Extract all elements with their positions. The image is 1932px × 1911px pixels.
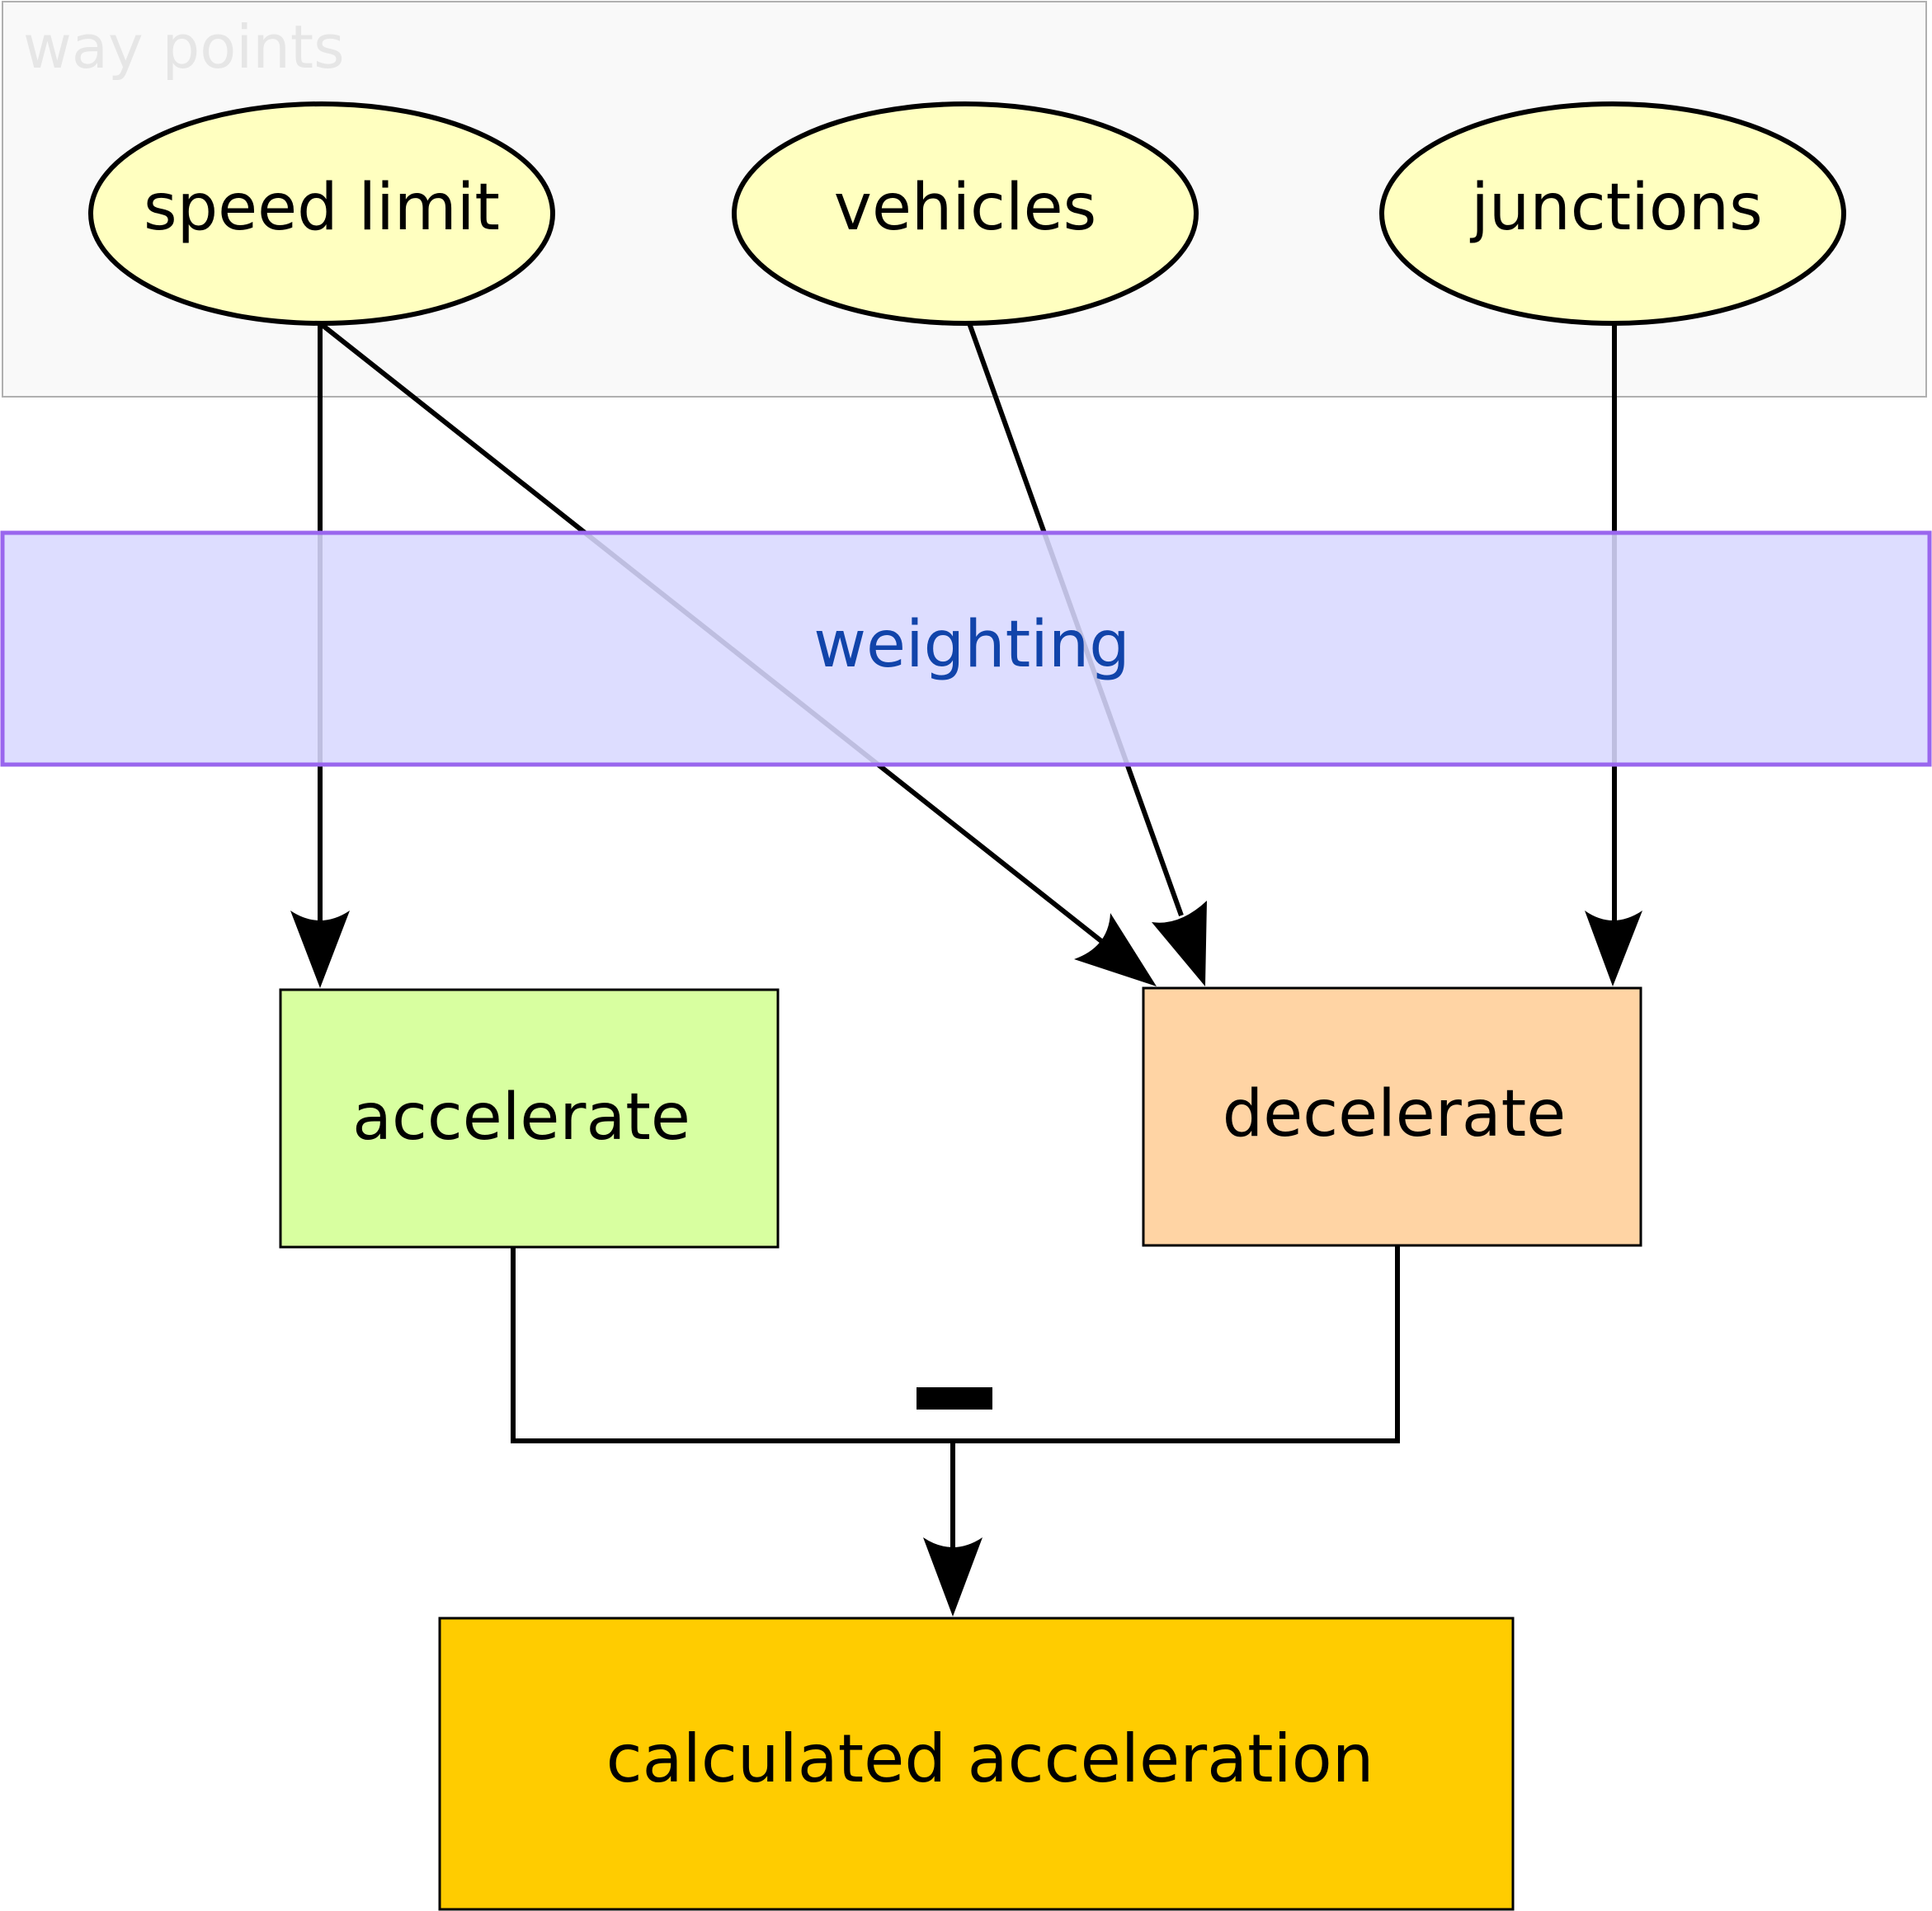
arrowhead-decelerate-from-junctions <box>1585 911 1642 986</box>
arrowhead-calculated-acceleration <box>923 1537 982 1617</box>
calculated-acceleration-box <box>438 1617 1515 1911</box>
weighting-layer: weighting <box>0 530 1932 767</box>
subtraction-connector <box>511 1245 1400 1547</box>
arrowhead-decelerate-from-vehicles <box>1152 901 1207 986</box>
way-points-group-label: way points <box>23 12 345 82</box>
node-accelerate: accelerate <box>279 988 780 1249</box>
vehicles-label: vehicles <box>834 171 1096 245</box>
node-vehicles: vehicles <box>732 101 1199 326</box>
calculated-acceleration-label: calculated acceleration <box>606 1720 1374 1797</box>
speed-limit-label: speed limit <box>144 171 500 245</box>
decelerate-box <box>1142 986 1642 1247</box>
accelerate-box <box>279 988 780 1249</box>
node-junctions: junctions <box>1379 101 1846 326</box>
arrowhead-decelerate-from-speed-limit <box>1074 913 1157 986</box>
arrowheads <box>290 901 1642 1617</box>
node-speed-limit: speed limit <box>88 101 555 326</box>
accelerate-label: accelerate <box>352 1080 690 1155</box>
node-calculated-acceleration: calculated acceleration <box>438 1617 1515 1911</box>
weighting-label: weighting <box>813 608 1130 682</box>
decelerate-label: decelerate <box>1223 1077 1566 1151</box>
arrowhead-accelerate <box>290 911 350 988</box>
connector-bracket <box>511 1245 1400 1443</box>
vehicles-ellipse <box>732 101 1199 326</box>
weighting-band <box>0 530 1932 767</box>
minus-operator-icon <box>917 1387 992 1410</box>
junctions-label: junctions <box>1469 171 1762 245</box>
node-decelerate: decelerate <box>1142 986 1642 1247</box>
